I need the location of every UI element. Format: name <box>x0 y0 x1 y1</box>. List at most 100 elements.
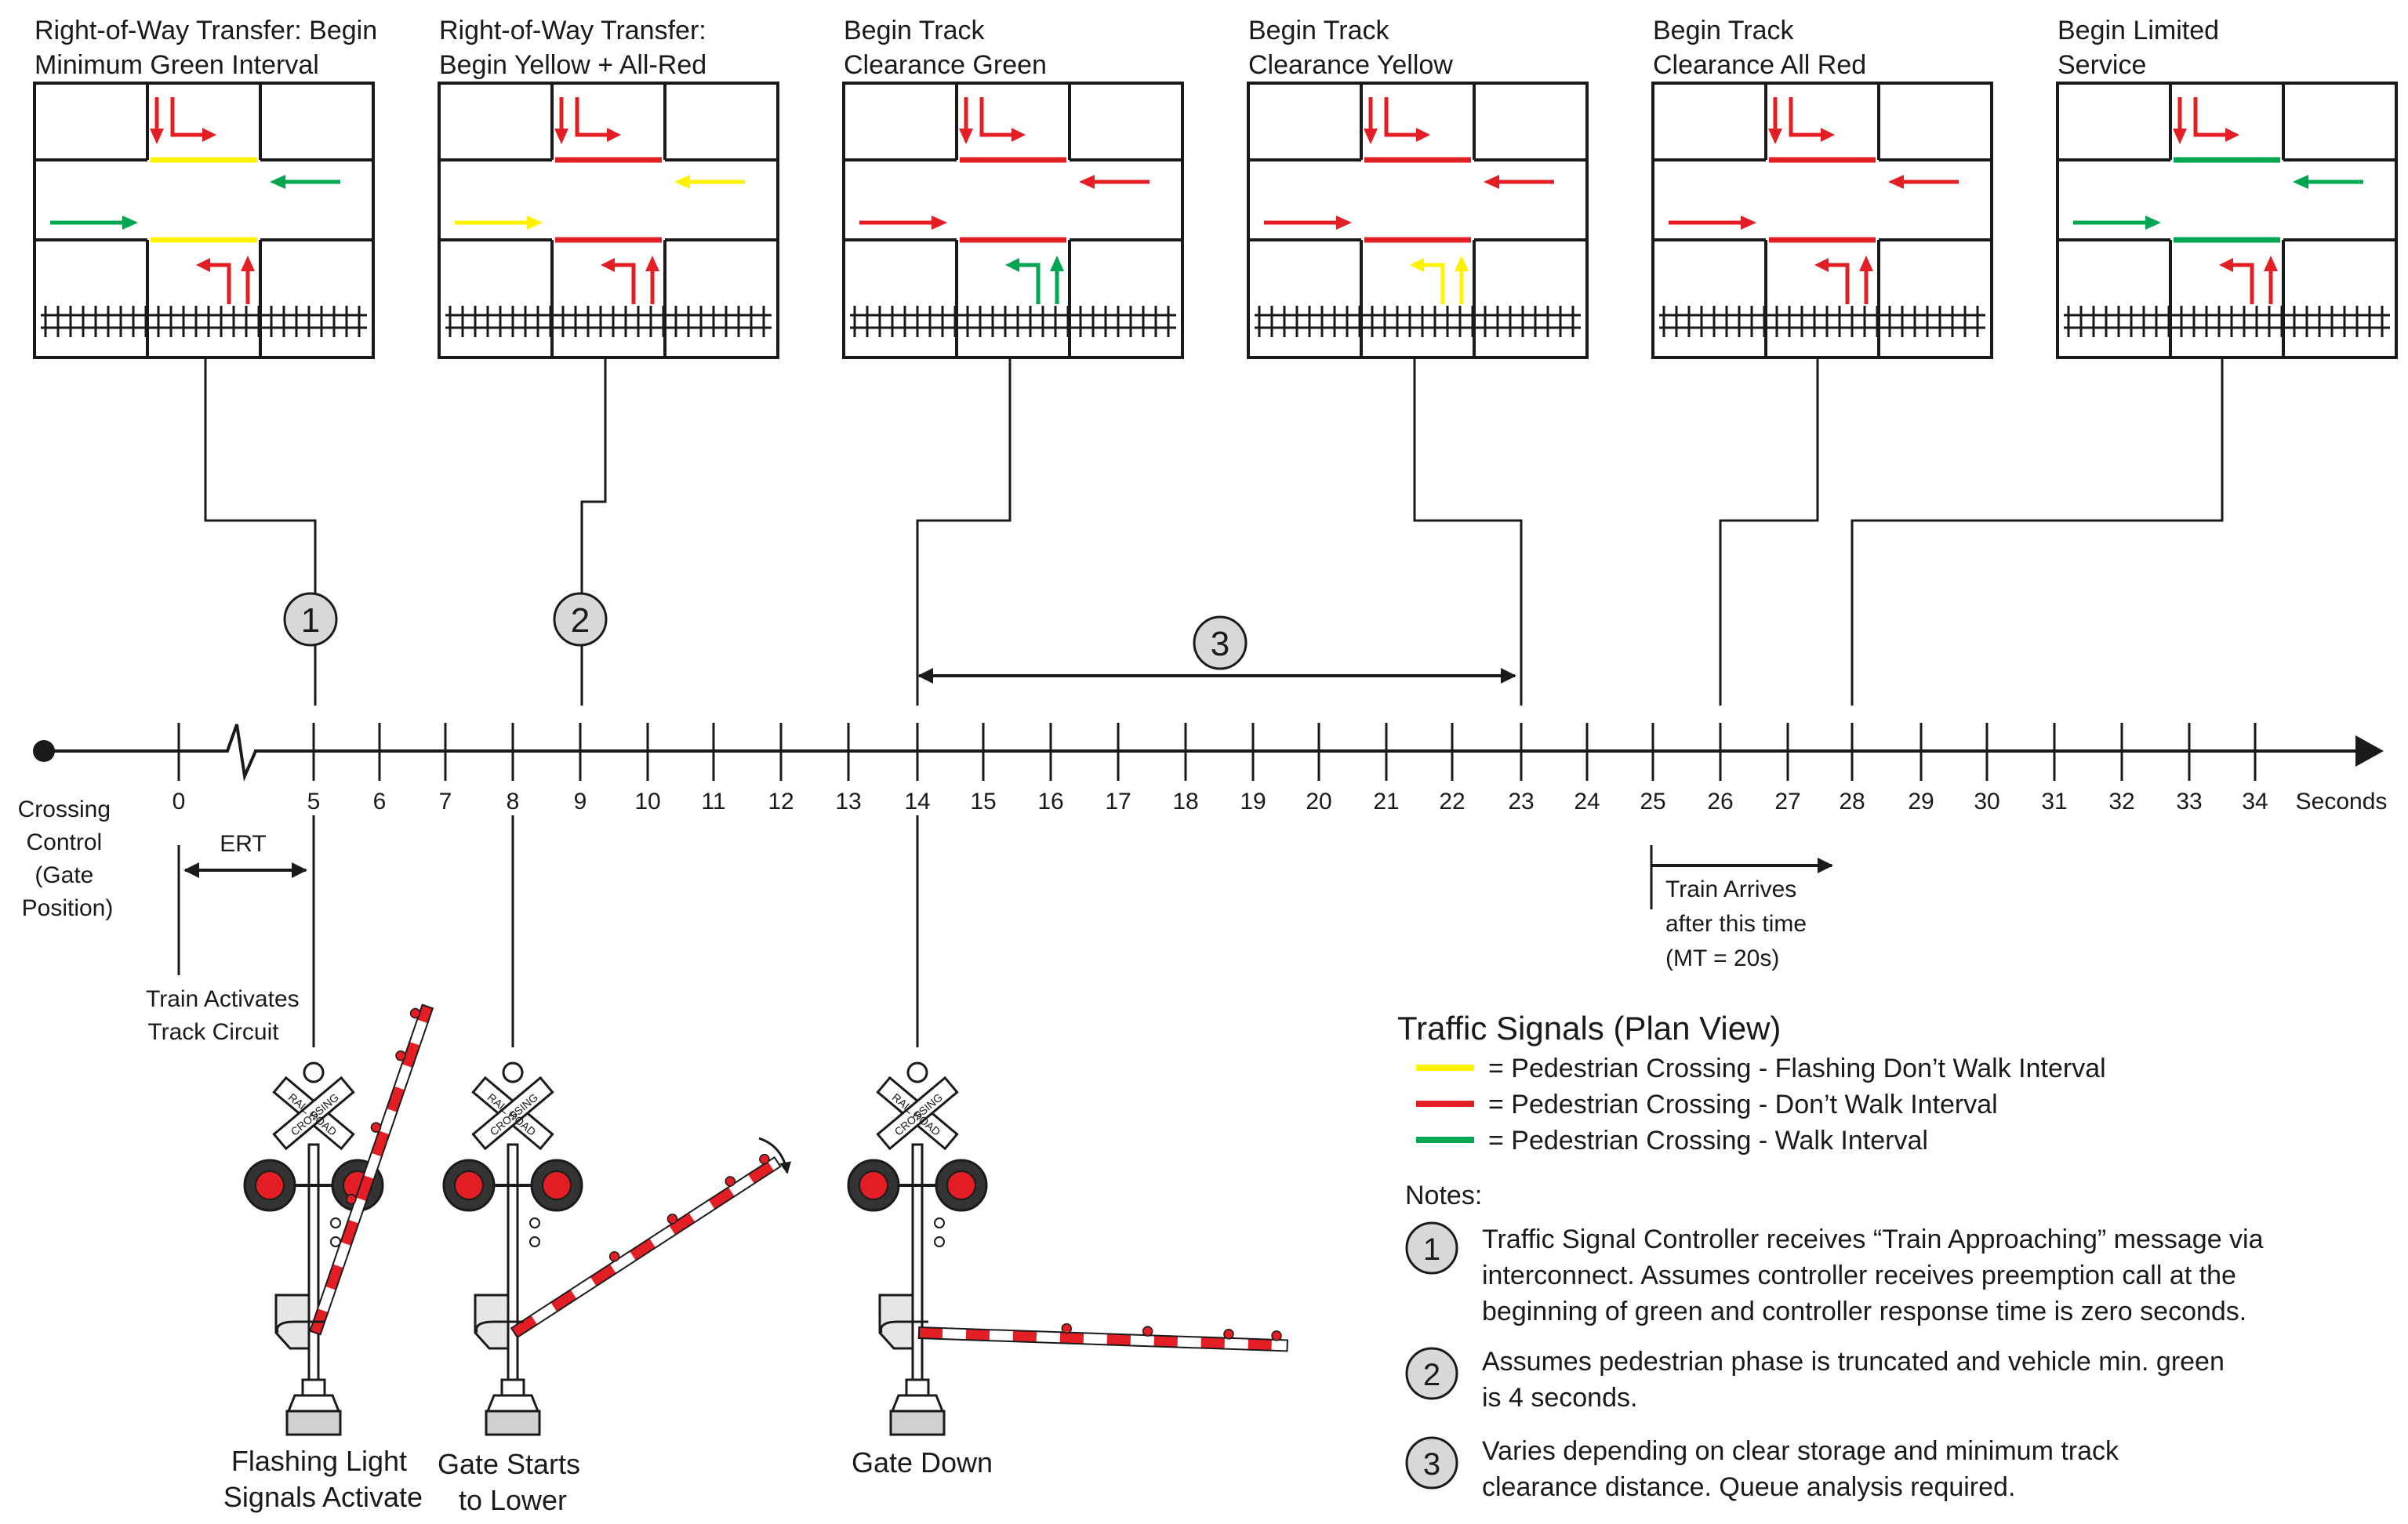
westbound-arrow-head <box>270 175 285 189</box>
connector-1 <box>204 359 317 706</box>
foundation <box>485 1410 541 1436</box>
flashing-light-lens <box>946 1170 976 1200</box>
bolt <box>529 1236 540 1247</box>
marker-3: 3 <box>917 615 1516 684</box>
southbound-left-arrow-head <box>1821 128 1835 142</box>
bolt <box>330 1217 341 1228</box>
axis-tick-label: 20 <box>1306 789 1331 815</box>
axis-tick-label: 29 <box>1908 789 1934 815</box>
legend-title: Traffic Signals (Plan View) <box>1397 1010 1781 1047</box>
westbound-arrow-head <box>2293 175 2308 189</box>
northbound-thru-arrow-head <box>2264 256 2278 271</box>
connector-6 <box>1850 359 2224 706</box>
connector-4 <box>1413 359 1523 706</box>
axis-tick-label: 17 <box>1105 789 1131 815</box>
gate-arm-light <box>1271 1330 1282 1341</box>
panel-title-2: Right-of-Way Transfer:Begin Yellow + All… <box>439 16 706 80</box>
marker-2: 2 <box>553 592 608 647</box>
westbound-arrow-head <box>674 175 690 189</box>
gate-arm-light <box>759 1153 770 1165</box>
northbound-left-arrow-head <box>2219 258 2233 272</box>
gate-arm <box>917 1323 1288 1352</box>
gate-arm-light <box>346 1193 357 1205</box>
gate-arm-light <box>666 1214 678 1225</box>
northbound-left-arrow <box>1422 263 1445 304</box>
notes: Notes: 1 Traffic Signal Controller recei… <box>1405 1181 2264 1502</box>
northbound-thru-arrow-head <box>1859 256 1873 271</box>
axis-tick-label: 23 <box>1508 789 1534 815</box>
signal-pole <box>307 1143 320 1397</box>
axis-tick-label: 16 <box>1037 789 1063 815</box>
pole-base <box>301 1378 326 1397</box>
northbound-left-arrow <box>2232 263 2254 304</box>
legend: Traffic Signals (Plan View) = Pedestrian… <box>1397 1010 2106 1156</box>
axis-tick-label: 25 <box>1640 789 1665 815</box>
southbound-left-arrow <box>575 97 610 137</box>
gate-arm-light <box>1142 1326 1153 1337</box>
southbound-thru-arrow-head <box>150 129 164 144</box>
counterweight-arm <box>474 1320 524 1334</box>
connector-5 <box>1719 359 1819 706</box>
axis-tick-label: 18 <box>1172 789 1198 815</box>
gate-arm-bar <box>510 1156 782 1339</box>
marker-1: 1 <box>283 592 338 647</box>
gate-arm <box>309 1003 434 1336</box>
eastbound-arrow-head <box>932 216 947 230</box>
gate-label-1: Flashing Light Signals Activate <box>223 1445 423 1513</box>
gate-label-3: Gate Down <box>852 1446 993 1479</box>
lowering-motion-arrow <box>758 1137 792 1174</box>
foundation <box>889 1410 946 1436</box>
northbound-left-arrow <box>1827 263 1850 304</box>
northbound-left-arrow-head <box>196 258 210 272</box>
svg-text:3: 3 <box>1211 625 1229 663</box>
notes-title: Notes: <box>1405 1181 1482 1210</box>
svg-text:1: 1 <box>1423 1232 1440 1267</box>
northbound-left-arrow <box>613 263 636 304</box>
pole-foot <box>286 1394 341 1413</box>
northbound-thru-arrow-head <box>1050 256 1064 271</box>
southbound-left-arrow <box>2193 97 2228 137</box>
legend-item-red: = Pedestrian Crossing - Don’t Walk Inter… <box>1488 1090 1998 1119</box>
axis-line-left <box>44 724 257 782</box>
axis-tick-label: 13 <box>835 789 861 815</box>
northbound-thru-arrow-head <box>241 256 255 271</box>
svg-text:3: 3 <box>1423 1447 1440 1482</box>
axis-tick-label: 5 <box>307 789 321 815</box>
northbound-thru-arrow-head <box>1455 256 1469 271</box>
axis-tick-label: 24 <box>1574 789 1600 815</box>
eastbound-arrow-head <box>1741 216 1756 230</box>
railroad-track <box>1255 306 1581 337</box>
southbound-left-arrow <box>170 97 205 137</box>
train-activates-label: Train Activates Track Circuit <box>146 986 306 1045</box>
flashing-light-lens <box>255 1170 285 1200</box>
svg-text:Train Arrives after this: Train Arrives after this time (MT = 20s) <box>1665 876 1813 971</box>
northbound-left-arrow-head <box>601 258 615 272</box>
gate-label-2: Gate Starts to Lower <box>438 1448 588 1516</box>
pole-base <box>500 1378 525 1397</box>
eastbound-arrow-head <box>2145 216 2161 230</box>
svg-text:1: 1 <box>301 601 320 640</box>
southbound-thru-arrow-head <box>959 129 973 144</box>
signal-pole <box>507 1143 519 1397</box>
flashing-light-lens <box>859 1170 888 1200</box>
bolt <box>934 1236 945 1247</box>
note-2-text: Assumes pedestrian phase is truncated an… <box>1482 1347 2232 1413</box>
legend-item-yellow: = Pedestrian Crossing - Flashing Don’t W… <box>1488 1054 2106 1083</box>
ert-annotation: ERT <box>183 831 307 878</box>
signal-pole <box>911 1143 924 1397</box>
axis-tick-label: 15 <box>970 789 996 815</box>
axis-tick-label: 8 <box>507 789 520 815</box>
axis-tick-label: 28 <box>1839 789 1865 815</box>
pole-base <box>905 1378 930 1397</box>
counterweight-arm <box>275 1320 325 1334</box>
axis-tick-label: 12 <box>768 789 794 815</box>
